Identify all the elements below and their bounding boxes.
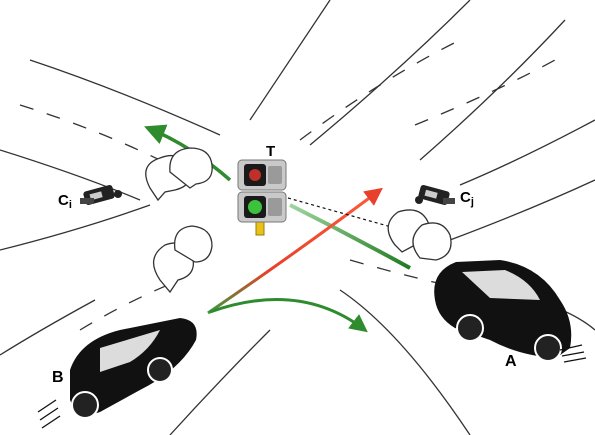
motion-marks <box>37 344 587 429</box>
speech-bubble-icon <box>145 147 213 202</box>
speech-bubble-icon <box>387 209 452 261</box>
label-camera-ci: Ci <box>58 192 72 211</box>
green-arrow-turn <box>209 298 368 333</box>
car-icon <box>434 260 572 362</box>
camera-icon <box>80 185 122 205</box>
label-car-a: A <box>505 353 517 370</box>
camera-icon <box>415 185 455 205</box>
lane-markings <box>19 39 556 331</box>
car-icon <box>70 318 197 419</box>
green-arrow-right-lane <box>289 203 411 270</box>
speech-bubble-icon <box>153 225 213 294</box>
red-arrow <box>207 187 383 315</box>
label-traffic-light: T <box>266 143 275 160</box>
link-line <box>287 197 396 229</box>
label-car-b: B <box>52 369 64 386</box>
label-camera-cj: Cj <box>460 189 474 208</box>
traffic-light-icon <box>237 159 287 236</box>
